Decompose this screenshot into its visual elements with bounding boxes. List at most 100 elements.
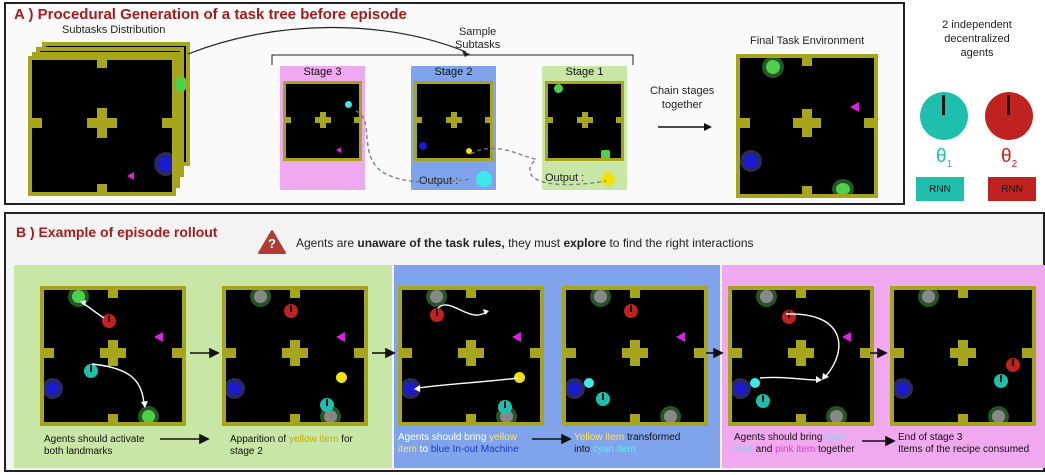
pink-triangle-icon (850, 102, 859, 112)
yellow-output-item (601, 172, 615, 186)
pink-triangle-icon (336, 147, 341, 153)
green-landmark (72, 290, 85, 303)
pink-triangle-icon (127, 172, 134, 180)
green-landmark (601, 150, 610, 158)
green-landmark (176, 77, 186, 91)
grey-landmark (664, 410, 677, 422)
agents-label: 2 independent decentralized agents (942, 19, 1012, 59)
pink-triangle-icon (336, 332, 345, 342)
blue-machine (568, 382, 581, 395)
warning-icon: ? (258, 230, 286, 254)
blue-machine (744, 154, 758, 168)
chain-arrow (658, 123, 712, 131)
chain-stages-label: Chain stages together (650, 85, 715, 111)
grey-landmark (922, 290, 935, 303)
panel-a: A ) Procedural Generation of a task tree… (4, 2, 905, 205)
pink-triangle-icon (512, 332, 521, 342)
wall-notch (796, 290, 806, 298)
stack-env-front (28, 56, 176, 196)
subtasks-distribution-label: Subtasks Distribution (62, 24, 166, 36)
red-agent (102, 314, 116, 328)
blue-machine (419, 142, 427, 150)
final-env-label: Final Task Environment (750, 35, 865, 47)
wall-notch (630, 414, 640, 422)
caption-5: Agents should bring cyan item and pink i… (734, 432, 855, 455)
grey-landmark (760, 290, 773, 303)
stage-3-card: Stage 3 (280, 66, 365, 190)
rnn-2-box: RNN (988, 177, 1036, 201)
stage-1-env (545, 81, 624, 161)
caption-3: Agents should bring yellow item to blue … (398, 432, 519, 455)
green-landmark (766, 60, 780, 74)
blue-item (158, 156, 172, 172)
stage-1-card: Stage 1 Output : (542, 66, 627, 190)
pink-triangle-icon (676, 332, 685, 342)
red-agent (624, 304, 638, 318)
wall-notch (1022, 348, 1032, 358)
green-landmark (554, 84, 563, 93)
stage-1-output-label: Output : (545, 172, 585, 184)
center-cross (630, 340, 640, 366)
wall-notch (44, 348, 54, 358)
grey-landmark (254, 290, 267, 303)
green-landmark (836, 183, 850, 194)
wall-notch (796, 414, 806, 422)
wall-notch (958, 290, 968, 298)
caption-4: Yellow item transformed into cyan item (574, 432, 681, 455)
wall-notch (172, 348, 182, 358)
yellow-item (514, 372, 525, 383)
stage-2-card: Stage 2 Output : (411, 66, 496, 190)
wall-notch (108, 290, 118, 298)
center-cross (958, 340, 968, 366)
grey-landmark (430, 290, 443, 303)
wall-notch (530, 348, 540, 358)
wall-notch (630, 290, 640, 298)
wall-notch (958, 414, 968, 422)
red-agent (1006, 358, 1020, 372)
stage-3-env (283, 81, 362, 161)
wall-notch (290, 290, 300, 298)
rnn-1-box: RNN (916, 177, 964, 201)
center-cross (290, 340, 300, 366)
panel-b-title: B ) Example of episode rollout (16, 224, 218, 240)
center-cross (108, 340, 118, 366)
wall-notch (226, 348, 236, 358)
theta-2: θ2 (1001, 146, 1018, 170)
rollout-env-2 (222, 286, 368, 426)
sample-subtasks-label: Sample Subtasks (455, 26, 501, 51)
stage-1-label: Stage 1 (565, 66, 604, 78)
cyan-output-item (476, 171, 492, 187)
cyan-agent (756, 394, 770, 408)
red-agent (284, 304, 298, 318)
wall-notch (894, 348, 904, 358)
rollout-env-4 (562, 286, 708, 426)
grey-landmark (594, 290, 607, 303)
stage-2-label: Stage 2 (434, 66, 473, 78)
cyan-agent (320, 398, 334, 412)
panel-a-title: A ) Procedural Generation of a task tree… (14, 6, 407, 23)
blue-machine (896, 382, 909, 395)
yellow-item (336, 372, 347, 383)
blue-machine (734, 382, 747, 395)
stage-2-output-label: Output : (419, 175, 459, 187)
wall-notch (732, 348, 742, 358)
warning-text: Agents are unaware of the task rules, th… (296, 236, 754, 250)
final-env (736, 54, 878, 198)
sample-arc (187, 26, 470, 57)
wall-notch (402, 348, 412, 358)
grey-landmark (830, 410, 843, 422)
wall-notch (694, 348, 704, 358)
pink-triangle-icon (842, 332, 851, 342)
agent-1-icon (920, 92, 968, 140)
dashed-chain-arrows (355, 110, 607, 186)
wall-notch (466, 414, 476, 422)
yellow-item (466, 148, 472, 154)
wall-notch (354, 348, 364, 358)
grey-landmark (992, 410, 1005, 422)
cyan-item (345, 101, 352, 108)
green-landmark (142, 410, 155, 422)
wall-notch (860, 348, 870, 358)
stages-bracket (271, 54, 634, 65)
